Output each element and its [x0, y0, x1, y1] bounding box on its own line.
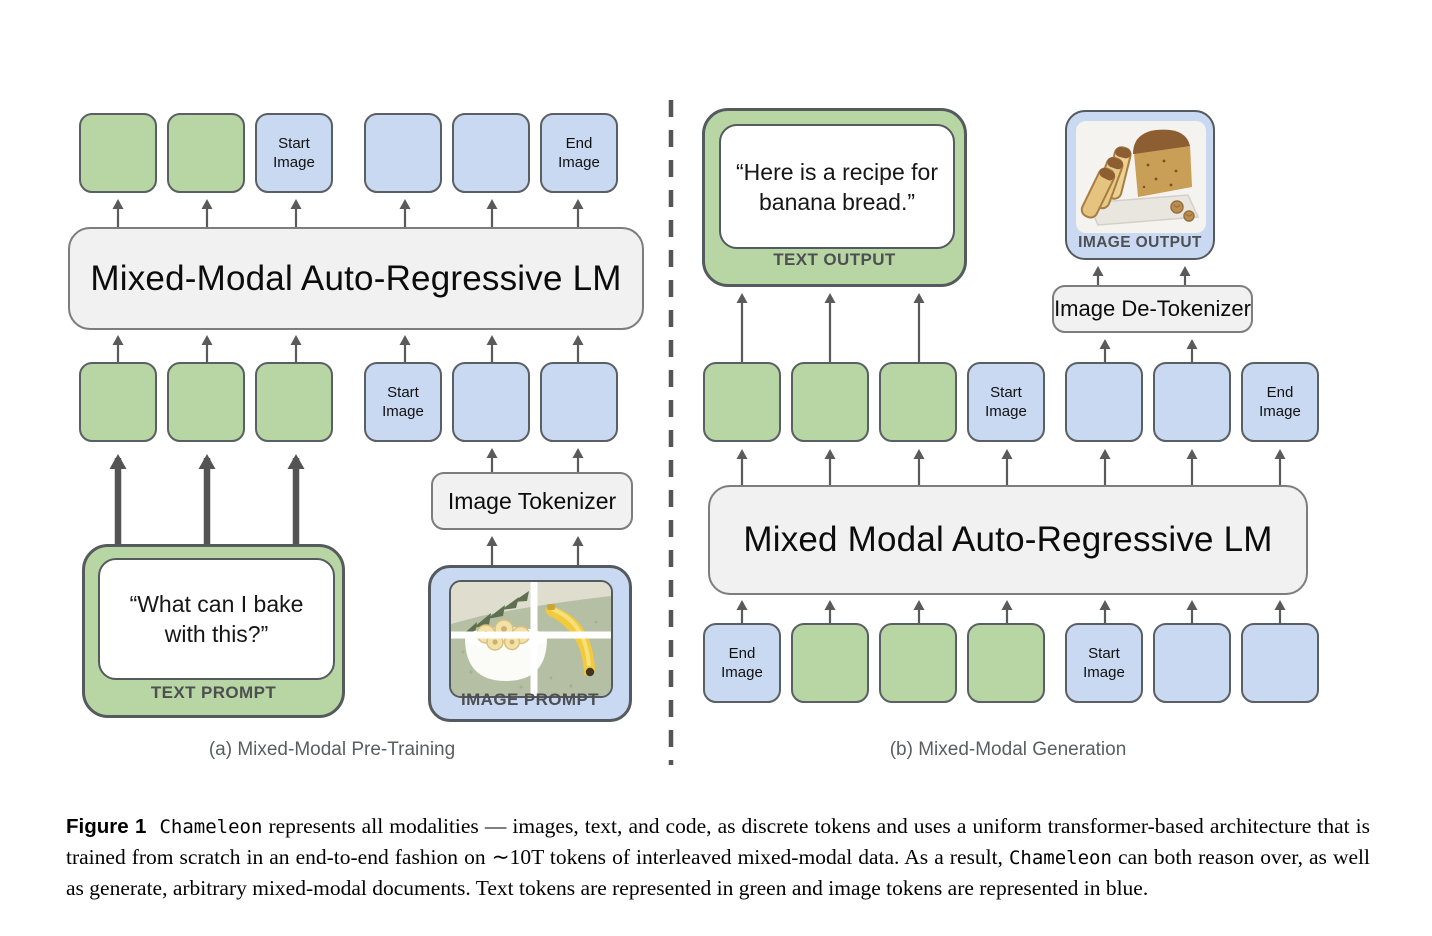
token-end-image: End Image: [540, 113, 618, 193]
image-token: [1065, 362, 1143, 442]
image-token: [452, 362, 530, 442]
mixed-modal-lm-label-a: Mixed-Modal Auto-Regressive LM: [90, 258, 622, 298]
figure-caption: Figure 1 Chameleon represents all modalit…: [66, 811, 1370, 903]
image-detokenizer-label: Image De-Tokenizer: [1054, 296, 1251, 321]
banana-photo: [449, 580, 613, 698]
image-prompt-label: IMAGE PROMPT: [461, 690, 599, 709]
text-token: [879, 623, 957, 703]
caption-segment: Chameleon: [159, 815, 263, 838]
panel-a-caption: (a) Mixed-Modal Pre-Training: [208, 739, 456, 760]
token-start-image: Start Image: [255, 113, 333, 193]
image-token: [540, 362, 618, 442]
panel-a-output-token-row: Start Image End Image: [79, 113, 618, 193]
text-token: [79, 362, 157, 442]
image-token: [452, 113, 530, 193]
image-token: [1153, 362, 1231, 442]
mixed-modal-lm-label-b: Mixed Modal Auto-Regressive LM: [743, 520, 1273, 559]
banana-bread-photo: [1076, 121, 1206, 233]
image-detokenizer-box: Image De-Tokenizer: [1052, 285, 1253, 333]
text-token: [879, 362, 957, 442]
text-token: [79, 113, 157, 193]
image-tokenizer-label: Image Tokenizer: [447, 487, 617, 514]
token-start-image: Start Image: [1065, 623, 1143, 703]
text-output-card: “Here is a recipe for banana bread.” TEX…: [702, 108, 967, 287]
image-token: [1153, 623, 1231, 703]
text-prompt-card: “What can I bake with this?” TEXT PROMPT: [82, 544, 345, 718]
token-end-image: End Image: [703, 623, 781, 703]
token-start-image: Start Image: [967, 362, 1045, 442]
token-end-image: End Image: [1241, 362, 1319, 442]
token-start-image: Start Image: [364, 362, 442, 442]
caption-segment: can both reason over, as well as generat…: [66, 844, 1370, 900]
text-token: [791, 362, 869, 442]
text-output-quote: “Here is a recipe for banana bread.”: [719, 124, 955, 249]
image-output-label: IMAGE OUTPUT: [1078, 234, 1202, 251]
mixed-modal-lm-box-b: Mixed Modal Auto-Regressive LM: [708, 485, 1308, 595]
image-tokenizer-box: Image Tokenizer: [431, 472, 633, 530]
text-token: [167, 362, 245, 442]
caption-segment: represents all modalities — images, text…: [66, 813, 1370, 869]
text-token: [703, 362, 781, 442]
caption-segment: Figure 1: [66, 814, 147, 838]
text-output-label: TEXT OUTPUT: [773, 250, 896, 269]
text-token: [791, 623, 869, 703]
image-output-card: IMAGE OUTPUT: [1065, 110, 1215, 260]
image-token: [1241, 623, 1319, 703]
text-token: [167, 113, 245, 193]
panel-b-input-token-row: End Image Start Image: [703, 623, 1319, 703]
panel-a-input-token-row: Start Image: [79, 362, 618, 442]
text-token: [967, 623, 1045, 703]
text-prompt-quote: “What can I bake with this?”: [98, 558, 335, 680]
panel-b-output-token-row: Start Image End Image: [703, 362, 1319, 442]
text-token: [255, 362, 333, 442]
text-prompt-label: TEXT PROMPT: [150, 683, 277, 702]
image-token: [364, 113, 442, 193]
image-prompt-card: IMAGE PROMPT: [428, 565, 632, 722]
mixed-modal-lm-box-a: Mixed-Modal Auto-Regressive LM: [68, 227, 644, 330]
panel-b-caption: (b) Mixed-Modal Generation: [889, 739, 1127, 760]
caption-segment: Chameleon: [1008, 846, 1112, 869]
